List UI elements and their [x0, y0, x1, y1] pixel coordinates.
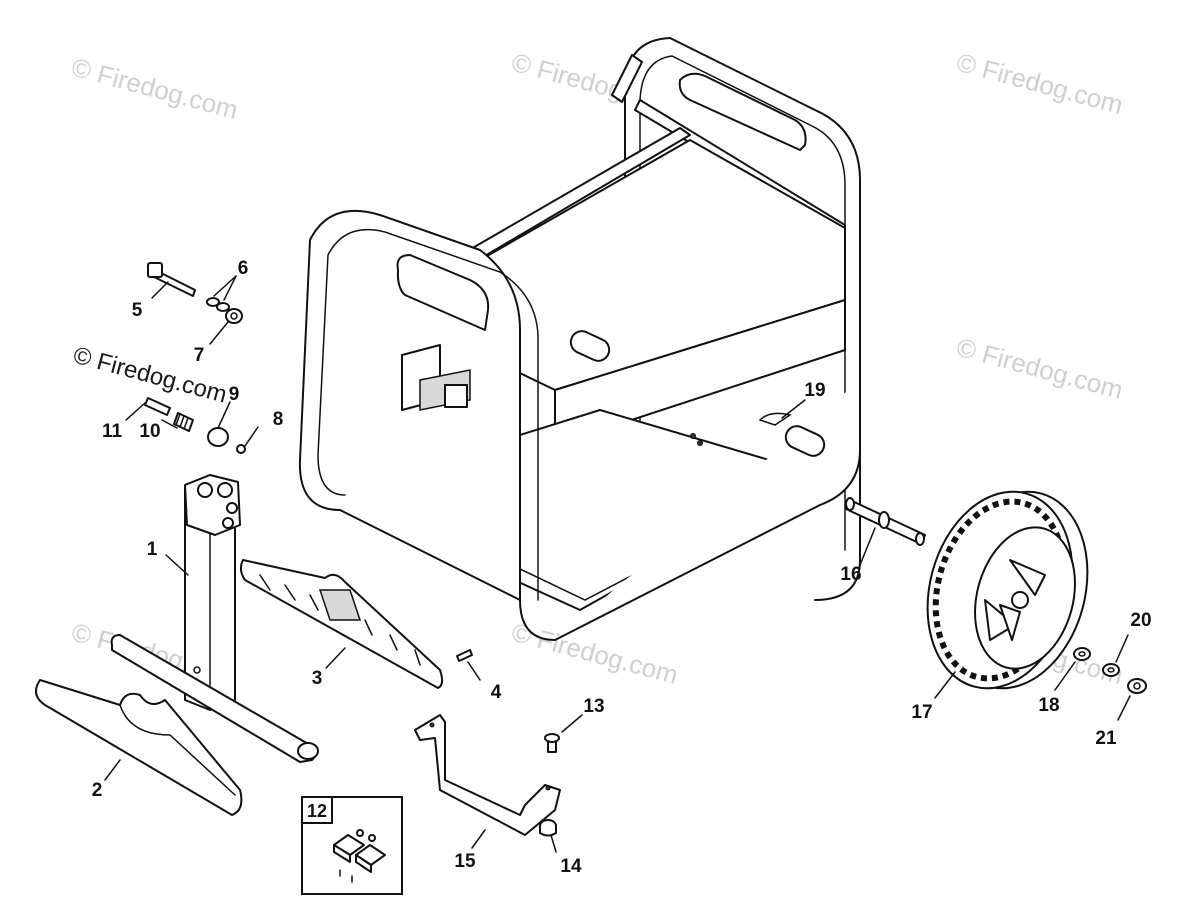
callout-3: 3 [312, 668, 323, 689]
foot-bracket-15 [414, 714, 561, 836]
knob-9 [207, 401, 231, 447]
callout-21: 21 [1095, 728, 1117, 749]
callout-10: 10 [139, 421, 160, 442]
leader-lines [104, 275, 1131, 853]
callout-11: 11 [102, 421, 123, 442]
watermark: © Firedog.com [953, 47, 1126, 120]
washers-6 [206, 297, 230, 312]
washer-18 [1073, 647, 1091, 661]
callout-12: 12 [307, 801, 327, 821]
nut-21 [1127, 678, 1147, 694]
callout-6: 6 [238, 258, 249, 279]
watermark: © Firedog.com [68, 52, 241, 125]
axle-16 [845, 497, 926, 546]
callout-20: 20 [1130, 610, 1151, 631]
callout-13: 13 [583, 696, 604, 717]
clip-19 [758, 412, 792, 426]
bolt-13 [544, 733, 560, 753]
callout-4: 4 [491, 682, 502, 703]
screw-8 [236, 444, 246, 454]
handle-crossbar [110, 634, 319, 763]
generator-frame [298, 37, 861, 641]
callout-19: 19 [804, 380, 825, 401]
callout-9: 9 [229, 384, 240, 405]
handle-upright-1 [184, 474, 241, 711]
spring-10 [173, 412, 194, 432]
callout-15: 15 [454, 851, 476, 872]
callout-17: 17 [911, 702, 932, 723]
nut-14 [539, 819, 557, 837]
callout-18: 18 [1038, 695, 1059, 716]
watermark: © Firedog.com [953, 332, 1126, 405]
pin-4 [456, 649, 473, 662]
washer-20 [1102, 663, 1120, 677]
callout-labels: 1 2 3 4 5 6 7 8 9 10 11 13 14 15 16 17 1… [92, 258, 1152, 877]
bolt-5 [147, 262, 196, 297]
nut-7 [225, 308, 243, 324]
callout-1: 1 [147, 539, 158, 560]
callout-7: 7 [194, 345, 205, 366]
bracket-3 [239, 559, 444, 689]
wheel-17 [926, 490, 1089, 690]
callout-16: 16 [840, 564, 861, 585]
callout-2: 2 [92, 780, 103, 801]
kit-12-box: 12 [301, 796, 403, 895]
pin-11 [144, 397, 171, 416]
callout-5: 5 [132, 300, 143, 321]
callout-8: 8 [273, 409, 284, 430]
callout-14: 14 [560, 856, 582, 877]
handle-grip-2 [35, 679, 243, 816]
